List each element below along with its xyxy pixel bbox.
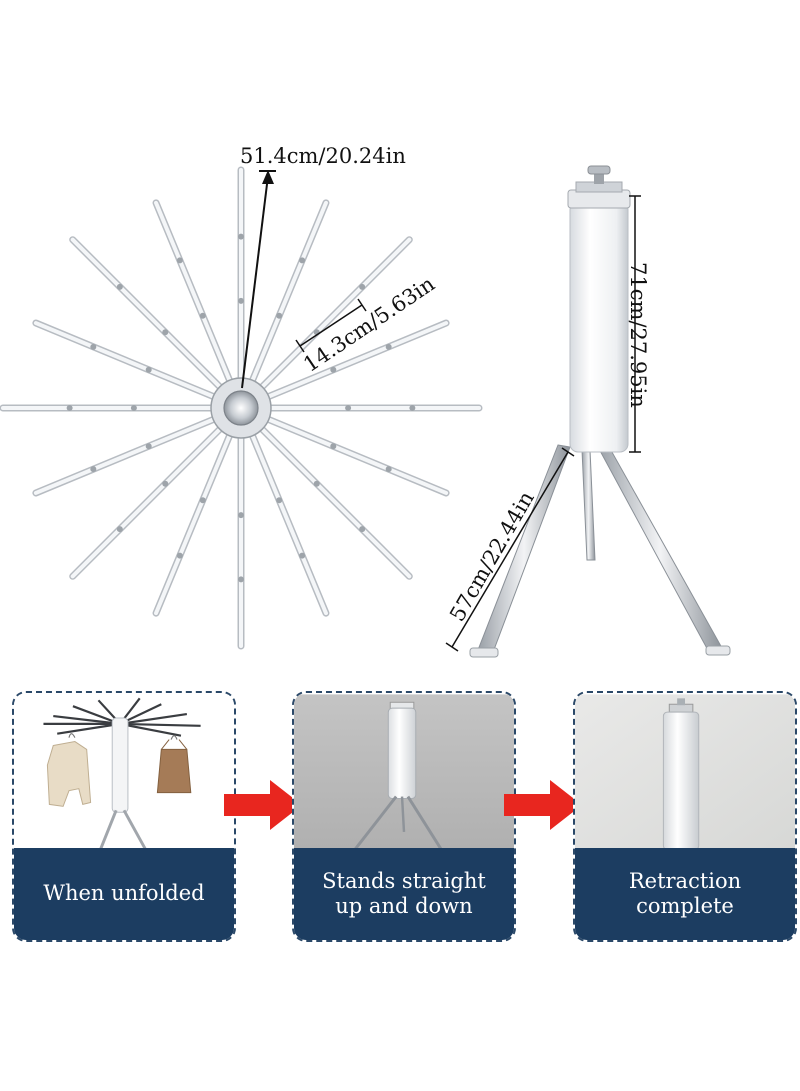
- arm-joint: [359, 283, 366, 290]
- drying-arm-highlight: [70, 237, 224, 391]
- arm-joint: [345, 405, 352, 411]
- leg-right: [597, 444, 723, 655]
- arm-joint: [276, 312, 283, 319]
- column: [111, 717, 129, 813]
- arrowhead-icon: [262, 170, 274, 184]
- step-panel-standing: Stands straight up and down: [292, 691, 516, 942]
- arm-joint: [145, 366, 152, 373]
- arm-joint: [145, 443, 152, 450]
- arm-joint: [176, 257, 183, 264]
- arm-joint: [90, 343, 97, 350]
- arm-joint: [162, 329, 169, 336]
- arm-joint: [276, 497, 283, 504]
- arm-joint: [130, 405, 137, 411]
- unfolded-photo: [14, 694, 234, 851]
- arrow-right-icon: [224, 780, 302, 830]
- arm-joint: [116, 283, 123, 290]
- drying-arm-highlight: [33, 416, 218, 495]
- arm-joint: [330, 366, 337, 373]
- column-height-label: 71cm/27.95in: [626, 262, 650, 408]
- drying-arm-highlight: [264, 321, 449, 400]
- hub-center: [223, 390, 259, 426]
- arm-length-label: 51.4cm/20.24in: [240, 144, 406, 168]
- dimension-tick: [445, 642, 459, 652]
- drying-arm-highlight: [249, 431, 328, 616]
- drying-arm-highlight: [70, 425, 224, 579]
- arm-joint: [299, 552, 306, 559]
- arrow-right-icon: [504, 780, 582, 830]
- arm-joint: [313, 480, 320, 487]
- drying-arm-highlight: [264, 416, 449, 495]
- arm-joint: [162, 480, 169, 487]
- drying-arm-highlight: [154, 431, 233, 616]
- step-panel-unfolded: When unfolded: [12, 691, 236, 942]
- leg-back: [581, 449, 596, 561]
- column-tube: [569, 201, 629, 453]
- release-knob: [587, 165, 611, 175]
- column: [387, 707, 417, 800]
- dimension-tick: [295, 339, 305, 353]
- arm-joint: [238, 576, 244, 583]
- arm-length-dimension-line: [241, 175, 269, 389]
- drying-arm-highlight: [33, 321, 218, 400]
- standing-photo: [294, 694, 514, 851]
- starburst-top-view: [0, 166, 483, 650]
- arm-joint: [385, 466, 392, 473]
- foot-cap: [469, 647, 499, 658]
- foot-cap: [705, 645, 731, 656]
- retracted-photo: [575, 694, 795, 851]
- folded-stand-side-view: [445, 165, 731, 658]
- arm-joint: [330, 443, 337, 450]
- drying-arms: [0, 166, 483, 650]
- arm-joint: [385, 343, 392, 350]
- arm-joint: [116, 526, 123, 533]
- drying-arm-highlight: [258, 425, 412, 579]
- arm-joint: [238, 297, 244, 304]
- camisole: [156, 748, 192, 794]
- arm-joint: [238, 233, 244, 240]
- drying-arm-highlight: [258, 237, 412, 391]
- arm-joint: [359, 526, 366, 533]
- dimension-tick: [561, 447, 575, 457]
- step-caption: Retraction complete: [575, 848, 795, 940]
- step-caption: Stands straight up and down: [294, 848, 514, 940]
- column: [662, 711, 700, 851]
- arm-joint: [66, 405, 73, 411]
- segment-dimension-line: [299, 304, 363, 347]
- jacket: [46, 741, 92, 807]
- arm-joint: [409, 405, 416, 411]
- step-panel-retracted: Retraction complete: [573, 691, 797, 942]
- dimension-tick: [357, 298, 367, 312]
- arm-joint: [238, 512, 244, 519]
- leg-dimension-line: [451, 451, 569, 648]
- step-caption: When unfolded: [14, 848, 234, 940]
- arm-joint: [299, 257, 306, 264]
- column-top-cap: [567, 189, 631, 209]
- arm-joint: [199, 312, 206, 319]
- arm-joint: [176, 552, 183, 559]
- release-knob-stem: [594, 172, 604, 184]
- drying-arm-highlight: [249, 200, 328, 385]
- drying-arm-highlight: [154, 200, 233, 385]
- arm-joint: [90, 466, 97, 473]
- arm-joint: [199, 497, 206, 504]
